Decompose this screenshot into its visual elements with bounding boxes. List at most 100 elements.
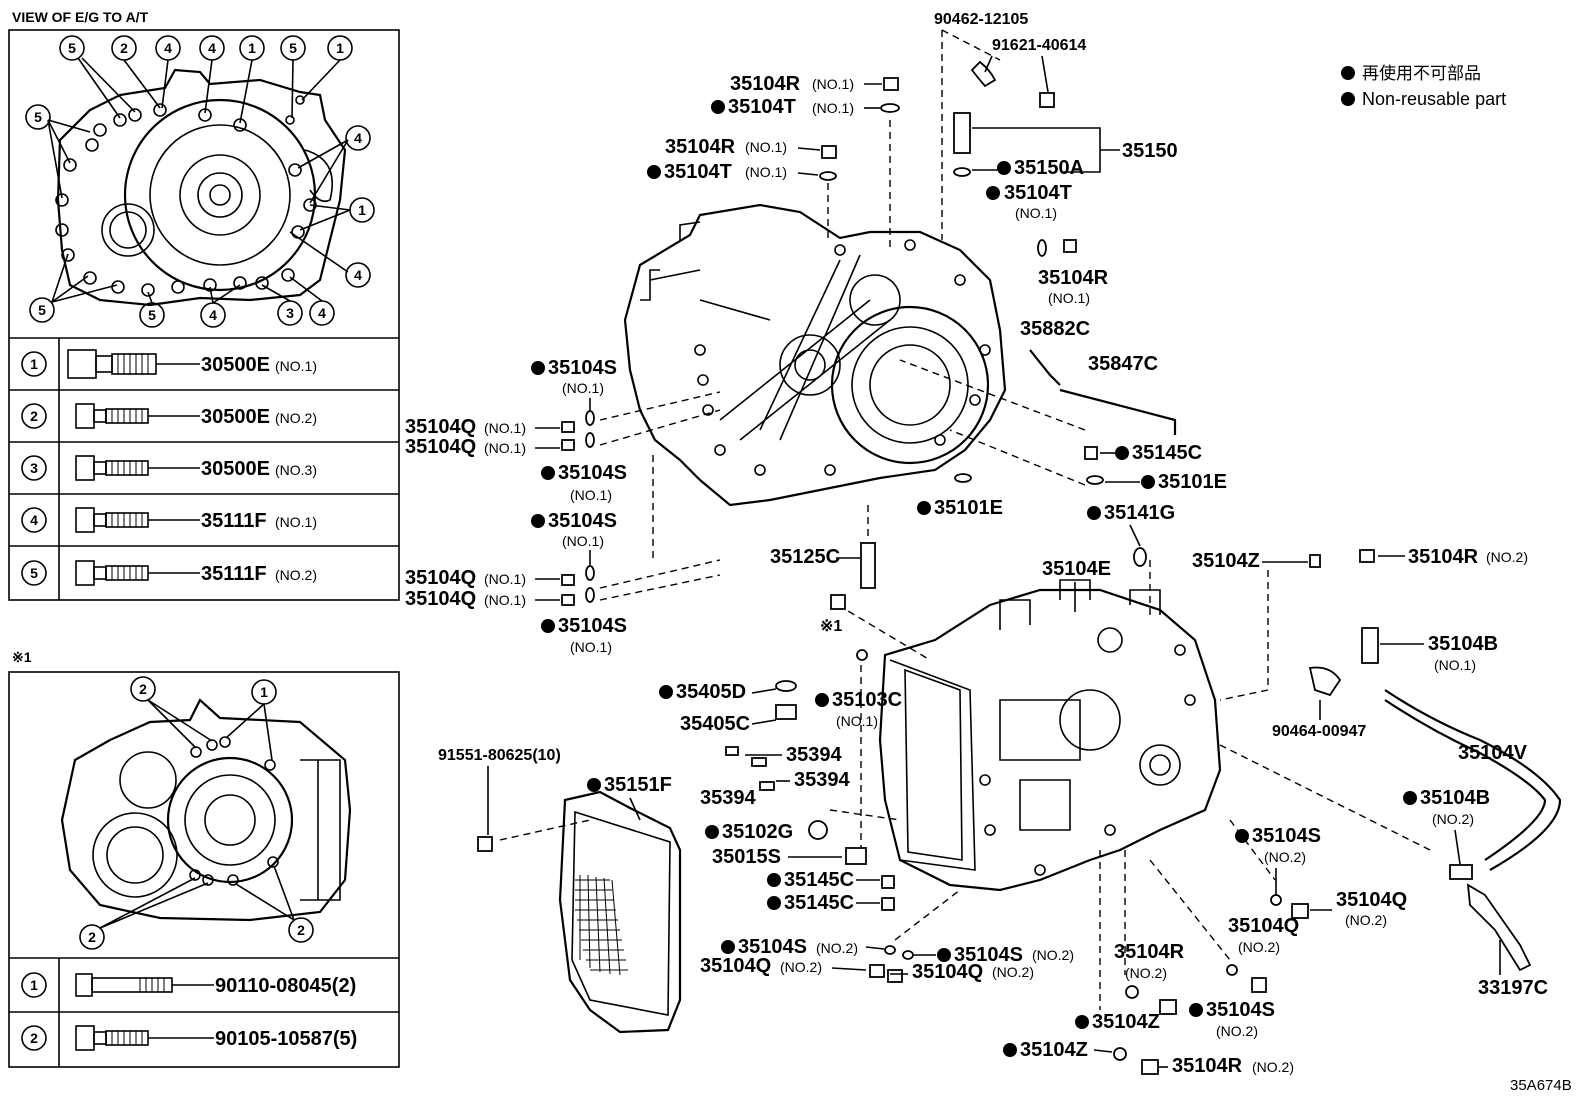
non-reusable-marker-icon [1341, 66, 1355, 80]
part-label: 35104S [558, 462, 627, 484]
svg-text:(NO.1): (NO.1) [484, 440, 526, 456]
part-label: 35125C [770, 546, 840, 568]
svg-text:(NO.1): (NO.1) [484, 592, 526, 608]
plug-icon [1359, 549, 1375, 563]
part-label: 35150A [1014, 157, 1084, 179]
o-ring-icon [1037, 239, 1047, 257]
part-label: 90464-00947 [1272, 723, 1366, 740]
callout-5: 5 [38, 302, 46, 318]
svg-text:(NO.2): (NO.2) [1125, 965, 1167, 981]
svg-text:(NO.2): (NO.2) [1264, 849, 1306, 865]
plug-icon [561, 439, 575, 451]
plug-icon [821, 145, 837, 159]
bolt-part-number: 30500E [201, 406, 270, 428]
callout-1: 1 [358, 202, 366, 218]
part-label: 91551-80625(10) [438, 747, 561, 764]
bolt-icon [1039, 92, 1055, 108]
callout-2: 2 [120, 40, 128, 56]
part-label: 35104Q [700, 955, 771, 977]
o-ring-icon [585, 587, 595, 603]
top-view-frame [8, 29, 400, 601]
svg-text:(NO.1): (NO.1) [562, 533, 604, 549]
svg-text:1: 1 [30, 356, 38, 372]
part-label: 35104S [738, 936, 807, 958]
lower-callouts: 2 1 2 2 [79, 676, 314, 950]
pipe-icon [1029, 349, 1061, 386]
svg-text:(NO.1): (NO.1) [484, 571, 526, 587]
part-label: 35104Q [1228, 915, 1299, 937]
part-label: 35104T [1004, 182, 1072, 204]
part-label: 35104E [1042, 558, 1111, 580]
callout-3: 3 [286, 305, 294, 321]
bolt-row-3: 3 30500E (NO.3) [21, 455, 317, 481]
diagram-code: 35A674B [1510, 1077, 1572, 1094]
callout-4: 4 [209, 307, 217, 323]
part-label: 35141G [1104, 502, 1175, 524]
part-label: 35104S [548, 357, 617, 379]
svg-text:4: 4 [30, 512, 38, 528]
svg-text:(NO.1): (NO.1) [812, 100, 854, 116]
svg-text:(NO.1): (NO.1) [275, 358, 317, 374]
view-title: VIEW OF E/G TO A/T [12, 9, 149, 25]
pin-icon [860, 542, 876, 589]
lower-view-frame [8, 671, 400, 1068]
part-label: 35103C [832, 689, 902, 711]
bolt2-row-1: 1 90110-08045(2) [21, 972, 356, 998]
part-label: 35104Z [1192, 550, 1260, 572]
callout-2: 2 [297, 922, 305, 938]
part-label: 35104Q [405, 436, 476, 458]
part-label: 35104R [1408, 546, 1479, 568]
bolt-part-number: 90105-10587(5) [215, 1028, 357, 1050]
pin-icon [1086, 475, 1104, 485]
part-label: 35102G [722, 821, 793, 843]
plug-icon [1063, 239, 1077, 253]
svg-text:(NO.2): (NO.2) [275, 410, 317, 426]
converter-housing-drawing [623, 203, 1007, 507]
bolt-row-1: 1 30500E (NO.1) [21, 349, 317, 379]
part-label: 35104Q [405, 567, 476, 589]
callout-4: 4 [354, 130, 362, 146]
svg-text:(NO.1): (NO.1) [812, 76, 854, 92]
bolt-row-4: 4 35111F (NO.1) [21, 507, 317, 533]
o-ring-icon [880, 103, 900, 113]
part-label: 35104R [665, 136, 736, 158]
sensor-icon [953, 112, 971, 154]
o-ring-icon [775, 680, 797, 692]
o-ring-icon [808, 820, 828, 840]
legend-jp: 再使用不可部品 [1362, 63, 1481, 83]
non-reusable-marker-icon [1341, 92, 1355, 106]
callout-1: 1 [248, 40, 256, 56]
svg-text:1: 1 [30, 977, 38, 993]
part-label: 35015S [712, 846, 781, 868]
fitting-icon [1449, 864, 1473, 880]
clamp-icon [1308, 666, 1342, 697]
svg-text:(NO.1): (NO.1) [570, 487, 612, 503]
svg-text:(NO.1): (NO.1) [745, 139, 787, 155]
svg-text:(NO.1): (NO.1) [836, 713, 878, 729]
pin-icon [954, 473, 972, 483]
svg-text:(NO.2): (NO.2) [275, 567, 317, 583]
part-label: 35847C [1088, 353, 1158, 375]
o-ring-icon [953, 167, 971, 177]
part-label: 35104R [730, 73, 801, 95]
bolt-part-number: 90110-08045(2) [215, 975, 356, 997]
svg-text:(NO.1): (NO.1) [570, 639, 612, 655]
o-ring-icon [585, 432, 595, 448]
svg-text:(NO.2): (NO.2) [1486, 549, 1528, 565]
callout-4: 4 [354, 267, 362, 283]
part-label: 35151F [604, 774, 672, 796]
part-label: 35104S [1252, 825, 1321, 847]
part-label: 35104Q [912, 961, 983, 983]
dashed-guides [499, 29, 1431, 1010]
part-label: 35104V [1458, 742, 1528, 764]
callout-1: 1 [336, 40, 344, 56]
o-ring-icon [585, 410, 595, 426]
part-label: 35882C [1020, 318, 1090, 340]
o-ring-icon [856, 649, 868, 661]
hose-icon [1384, 689, 1562, 871]
callout-4: 4 [208, 40, 216, 56]
part-label: 35405D [676, 681, 746, 703]
fitting-icon [1361, 627, 1379, 664]
part-label: 35394 [786, 744, 842, 766]
